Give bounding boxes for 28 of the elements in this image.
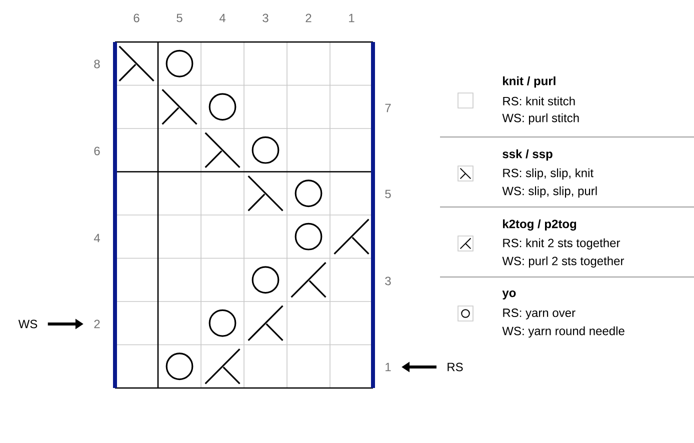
legend-description: RS: yarn over xyxy=(503,308,576,320)
legend-description: WS: yarn round needle xyxy=(502,326,624,338)
legend-heading: knit / purl xyxy=(503,76,556,88)
side-label: WS xyxy=(18,320,38,328)
column-number: 5 xyxy=(176,14,182,22)
legend-description: WS: slip, slip, purl xyxy=(502,186,597,198)
column-number: 2 xyxy=(306,14,312,22)
legend-description: RS: slip, slip, knit xyxy=(503,168,594,180)
column-number: 3 xyxy=(262,14,268,22)
legend-description: RS: knit stitch xyxy=(503,96,575,106)
row-number: 8 xyxy=(94,60,100,68)
legend-heading: ssk / ssp xyxy=(502,149,552,161)
row-number: 4 xyxy=(94,234,100,242)
column-number: 1 xyxy=(349,14,354,22)
row-number: 1 xyxy=(386,362,391,372)
legend-description: WS: purl stitch xyxy=(502,113,579,125)
row-number: 6 xyxy=(94,146,100,156)
legend-heading: yo xyxy=(502,290,516,300)
row-number: 2 xyxy=(94,320,100,328)
side-label: RS xyxy=(448,362,463,372)
legend-description: WS: purl 2 sts together xyxy=(502,256,624,268)
legend-description: RS: knit 2 sts together xyxy=(503,238,620,250)
row-number: 3 xyxy=(385,276,391,286)
column-number: 6 xyxy=(134,14,140,22)
column-number: 4 xyxy=(219,14,226,22)
row-number: 5 xyxy=(385,190,391,198)
row-number: 7 xyxy=(385,104,391,112)
legend-heading: k2tog / p2tog xyxy=(503,219,576,231)
